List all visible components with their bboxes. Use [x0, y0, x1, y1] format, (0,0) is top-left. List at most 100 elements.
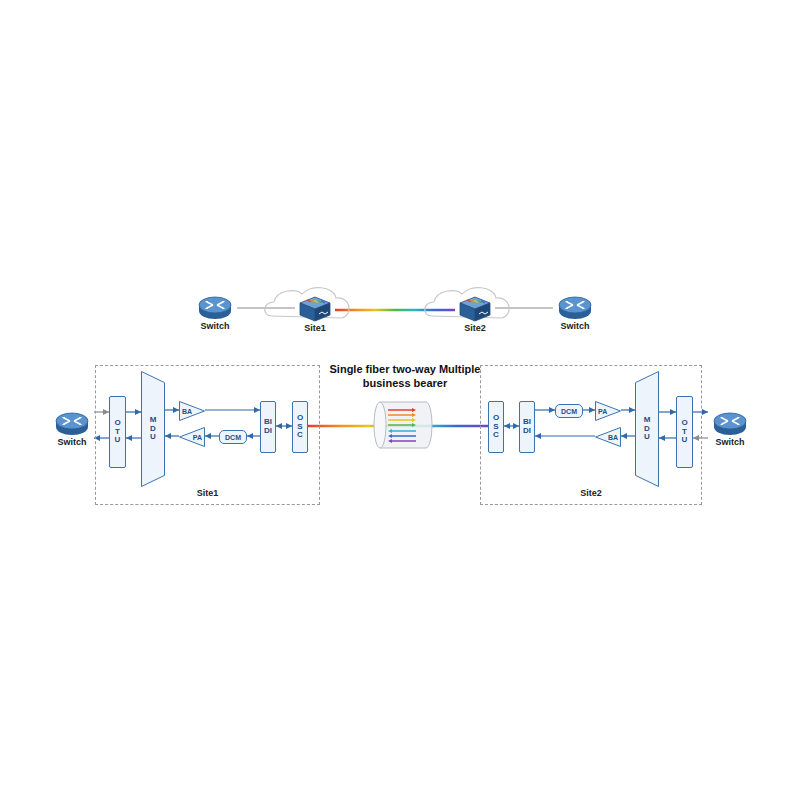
site-label: Site1 [197, 489, 219, 499]
osc-board: OSC [292, 401, 308, 453]
board-label: DCM [225, 434, 241, 441]
switch-top [199, 297, 231, 313]
signal-connector [535, 435, 595, 436]
signal-arrow [392, 435, 416, 437]
switch-arrows [207, 302, 223, 308]
site-device: Site2 [455, 294, 495, 340]
signal-connector [583, 409, 595, 410]
device-side [475, 303, 490, 321]
switch-top [559, 297, 591, 313]
board-label: MDU [149, 416, 157, 442]
switch-icon: Switch [50, 412, 94, 456]
signal-arrow [388, 414, 412, 416]
signal-connector [205, 409, 260, 410]
switch-arrows [567, 302, 583, 308]
wavelength-stripe [474, 300, 478, 302]
device-mark [479, 312, 488, 314]
signal-connector [659, 411, 676, 412]
wavelength-stripe [321, 301, 325, 303]
otu-board: OTU [109, 396, 126, 468]
fiber-link [335, 309, 455, 312]
amplifier: BA [179, 401, 205, 421]
cable-end [374, 402, 386, 448]
outline [596, 402, 621, 421]
site-device: Site1 [295, 294, 335, 340]
signal-arrows [388, 408, 416, 443]
signal-connector [165, 409, 179, 410]
signal-arrow [392, 430, 416, 432]
signal-connector [247, 435, 260, 436]
device-label: Switch [715, 438, 744, 448]
amplifier: PA [595, 401, 621, 421]
signal-connector [659, 437, 676, 438]
wavelength-stripe [314, 300, 318, 302]
signal-connector [126, 411, 141, 412]
switch-icon: Switch [553, 296, 597, 340]
board-label: OSC [296, 414, 304, 440]
wavelength-stripe [481, 301, 485, 303]
site-frame: Site1 OTU MDU BA PA DCM BIDI OSC [95, 365, 320, 505]
site-label: Site2 [464, 324, 486, 334]
switch-arrows [720, 417, 740, 425]
signal-arrow [388, 424, 412, 426]
bidi-board: BIDI [260, 401, 276, 453]
fiber-cable [374, 402, 432, 448]
device-side [460, 303, 475, 321]
signal-connector [621, 435, 635, 436]
board-label: OSC [492, 414, 500, 440]
mdu-board: MDU [635, 371, 659, 487]
device-label: Switch [200, 322, 229, 332]
site-label: Site2 [580, 489, 602, 499]
amplifier: BA [595, 427, 621, 447]
signal-arrow [412, 418, 416, 422]
wavelength-stripe [467, 300, 471, 302]
wavelength-stripe [318, 301, 322, 303]
device-side [315, 303, 330, 321]
wavelength-stripe [478, 301, 482, 303]
cable-body [380, 402, 432, 448]
device-label: Switch [560, 322, 589, 332]
signal-arrow [388, 434, 392, 438]
board-label: MDU [643, 416, 651, 442]
signal-connector [276, 425, 292, 426]
device-mark [319, 312, 328, 314]
board-label: OTU [114, 419, 122, 445]
signal-connector [495, 307, 553, 308]
signal-connector [535, 409, 555, 410]
signal-connector [504, 425, 519, 426]
bidi-board: BIDI [519, 401, 535, 453]
switch-arrows [722, 418, 738, 424]
switch-top [56, 413, 88, 429]
amplifier: PA [179, 427, 205, 447]
switch-arrows [64, 418, 80, 424]
signal-arrow [412, 408, 416, 412]
board-label: PA [598, 408, 607, 415]
wavelength-stripe [307, 300, 311, 302]
otu-board: OTU [676, 396, 693, 468]
switch-symbol [198, 296, 232, 320]
signal-connector [205, 435, 219, 436]
signal-connector [165, 435, 179, 436]
wavelength-stripe [311, 300, 315, 302]
signal-arrow [412, 413, 416, 417]
outline [180, 428, 205, 447]
dcm-module: DCM [555, 404, 583, 418]
switch-icon: Switch [708, 412, 752, 456]
switch-symbol [558, 296, 592, 320]
switch-arrows [205, 301, 225, 309]
signal-arrow [392, 440, 416, 442]
board-label: BIDI [264, 418, 272, 436]
signal-arrow [412, 423, 416, 427]
device-label: Switch [57, 438, 86, 448]
signal-arrow [388, 409, 412, 411]
switch-symbol [55, 412, 89, 436]
outline [636, 372, 659, 487]
switch-symbol [713, 412, 747, 436]
caption-note: Single fiber two-way Multiple business b… [325, 362, 485, 391]
switch-top [714, 413, 746, 429]
signal-connector [621, 409, 635, 410]
outline [596, 428, 621, 447]
switch-arrows [62, 417, 82, 425]
signal-connector [693, 437, 708, 438]
board-label: PA [193, 434, 202, 441]
